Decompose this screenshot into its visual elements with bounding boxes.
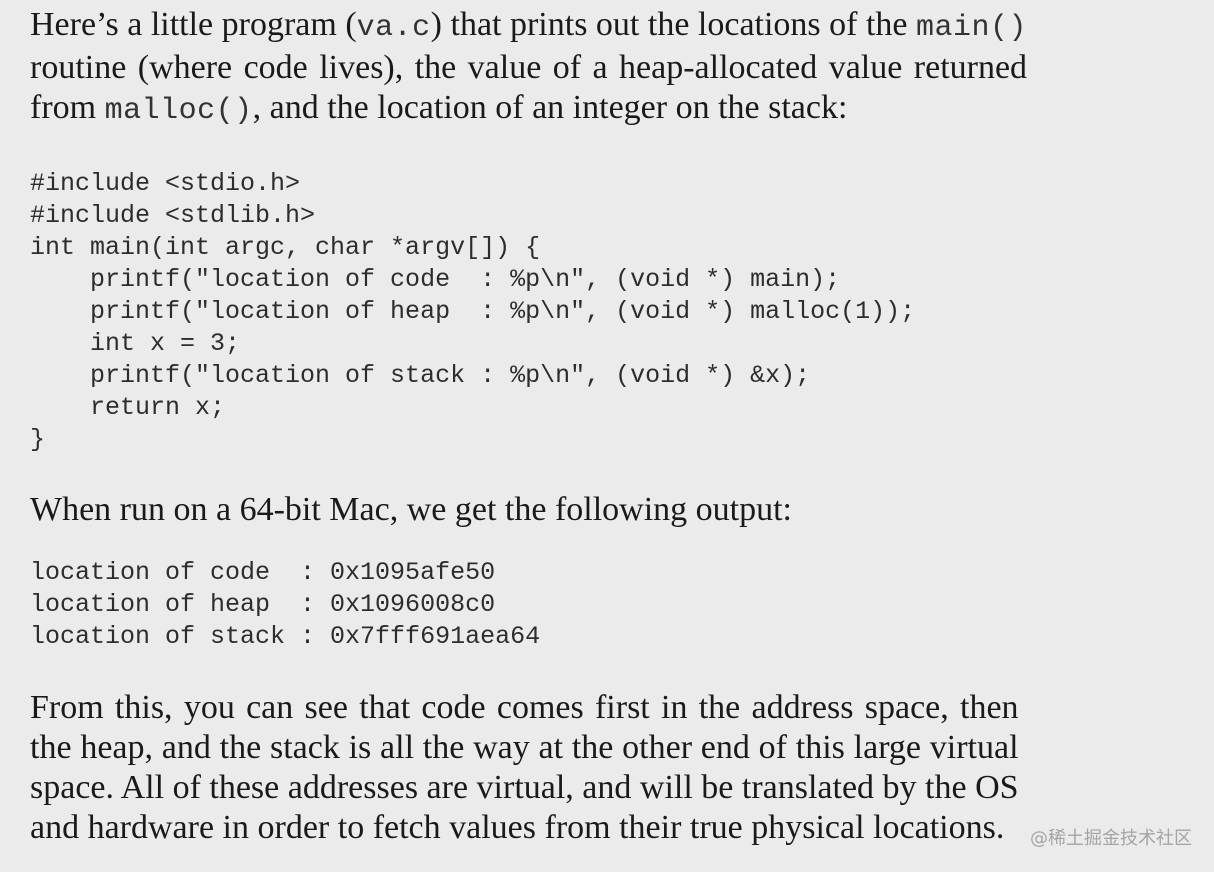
intro-text: Here’s a little program ( (30, 6, 357, 43)
inline-code-filename: va.c (356, 11, 431, 45)
output-intro-paragraph: When run on a 64-bit Mac, we get the fol… (30, 490, 792, 530)
code-listing: #include <stdio.h> #include <stdlib.h> int… (30, 168, 915, 456)
conclusion-paragraph: From this, you can see that code comes f… (30, 688, 1019, 848)
intro-line-2: routine (where code lives), the value of… (30, 49, 1028, 86)
code-line: printf("location of heap : %p\n", (void … (30, 297, 916, 326)
intro-line-3: from malloc(), and the location of an in… (30, 88, 1027, 131)
intro-text: , and the location of an integer on the … (252, 89, 848, 126)
code-line: printf("location of stack : %p\n", (void… (30, 361, 811, 390)
intro-text: from (30, 89, 105, 126)
code-line: int main(int argc, char *argv[]) { (30, 233, 541, 262)
conclusion-line: the heap, and the stack is all the way a… (30, 729, 1019, 766)
output-line: location of code : 0x1095afe50 (30, 558, 496, 587)
conclusion-line: From this, you can see that code comes f… (30, 689, 1019, 726)
inline-code-main: main() (916, 11, 1028, 45)
inline-code-malloc: malloc() (104, 94, 253, 128)
code-line: return x; (30, 393, 226, 422)
output-intro-text: When run on a 64-bit Mac, we get the fol… (30, 491, 792, 528)
output-listing: location of code : 0x1095afe50 location o… (30, 557, 540, 653)
intro-text: ) that prints out the locations of the (430, 6, 917, 43)
code-line: int x = 3; (30, 329, 241, 358)
output-line: location of stack : 0x7fff691aea64 (30, 622, 541, 651)
code-line: #include <stdio.h> (30, 169, 301, 198)
watermark: @稀土掘金技术社区 (1030, 828, 1192, 849)
intro-line-1: Here’s a little program (va.c) that prin… (30, 5, 1027, 48)
conclusion-line: and hardware in order to fetch values fr… (30, 809, 1005, 846)
output-line: location of heap : 0x1096008c0 (30, 590, 496, 619)
conclusion-line: space. All of these addresses are virtua… (30, 769, 1019, 806)
code-line: #include <stdlib.h> (30, 201, 316, 230)
code-line: printf("location of code : %p\n", (void … (30, 265, 841, 294)
code-line: } (30, 425, 46, 454)
intro-paragraph: Here’s a little program (va.c) that prin… (30, 5, 1027, 131)
